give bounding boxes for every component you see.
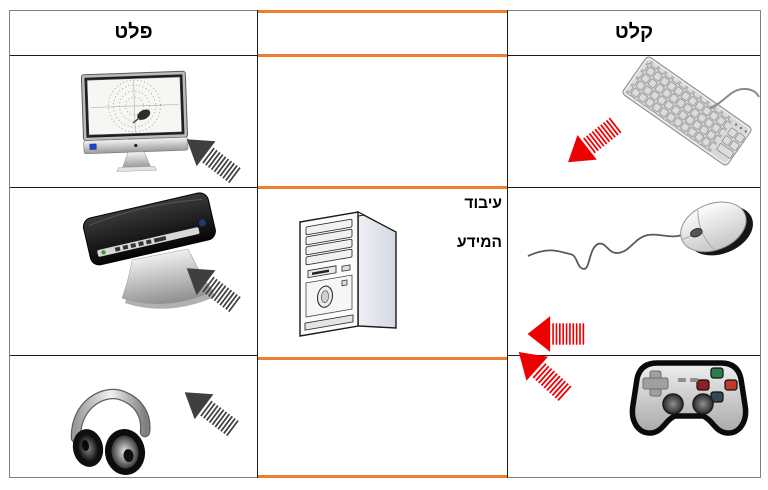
grid-line — [10, 355, 257, 356]
game-controller-icon — [629, 360, 749, 436]
mouse-scroll-wheel — [690, 228, 703, 238]
orange-divider — [258, 10, 507, 13]
button-triangle — [710, 367, 724, 379]
orange-divider — [258, 54, 507, 57]
analog-stick-left — [662, 393, 684, 415]
input-column-header: קלט — [614, 21, 654, 43]
dpad — [642, 370, 669, 397]
orange-divider — [258, 357, 507, 360]
mouse-cable — [527, 230, 691, 270]
grid-line-vertical-left — [257, 10, 258, 478]
mouse-icon — [527, 201, 753, 270]
grid-line — [10, 55, 257, 56]
grid-line-vertical-right — [507, 10, 508, 478]
grid-line — [508, 55, 760, 56]
grid-line — [508, 187, 760, 188]
output-column-header: פלט — [114, 21, 153, 43]
processing-label-line1: עיבוד — [464, 195, 502, 212]
printer-icon — [82, 192, 216, 309]
processing-label: עיבוד המידע — [362, 195, 502, 251]
button-square — [696, 379, 710, 391]
keyboard-icon — [622, 56, 752, 166]
analog-stick-right — [692, 393, 714, 415]
button-circle — [724, 379, 738, 391]
processing-label-line2: המידע — [456, 234, 502, 251]
keyboard-cable — [709, 87, 760, 109]
monitor-power-led — [89, 143, 97, 150]
headphones-icon — [70, 388, 151, 475]
monitor-icon — [80, 70, 189, 172]
orange-divider — [258, 475, 507, 478]
grid-line — [10, 187, 257, 188]
orange-divider — [258, 186, 507, 189]
grid-line — [508, 355, 760, 356]
computer-tower-icon — [298, 210, 397, 337]
